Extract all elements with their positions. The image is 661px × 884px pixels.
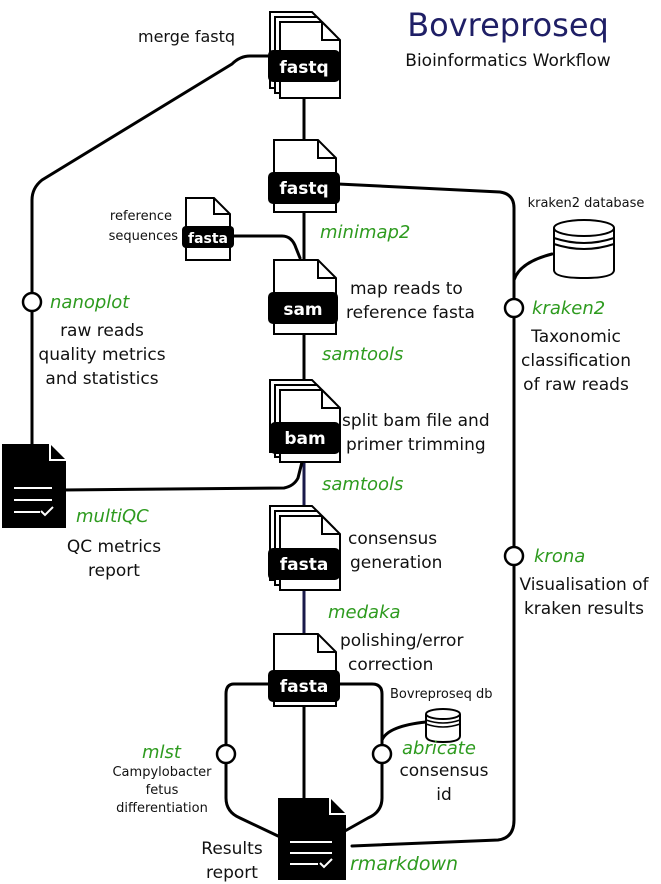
minimap2-text: minimap2	[320, 222, 410, 243]
kraken2-desc-2: classification	[521, 351, 631, 371]
pipe-kraken-db	[512, 252, 554, 282]
abricate-desc-2: id	[436, 785, 452, 805]
bovreproseq-db-text: Bovreproseq db	[390, 687, 493, 702]
results-report-text-1: Results	[201, 839, 263, 859]
bam-file-icon: bam	[269, 379, 341, 463]
samtools-1-text: samtools	[322, 344, 403, 365]
split-text-2: primer trimming	[346, 435, 486, 455]
krona-text: krona	[534, 546, 585, 567]
nanoplot-text: nanoplot	[50, 292, 130, 313]
reference-fasta-label: fasta	[188, 231, 228, 247]
polished-fasta-label: fasta	[280, 677, 329, 697]
krona-node	[503, 545, 525, 567]
pipe-multiqc	[60, 460, 304, 492]
consensus-text-1: consensus	[348, 529, 437, 549]
kraken2-database-text: kraken2 database	[528, 196, 645, 211]
consensus-text-2: generation	[350, 553, 442, 573]
diagram-title: Bovreproseq	[407, 6, 609, 44]
krona-desc-2: kraken results	[524, 599, 644, 619]
mlst-desc-2: fetus	[146, 783, 179, 798]
fastq-label: fastq	[279, 179, 328, 199]
reference-text-1: reference	[110, 209, 172, 224]
krona-desc-1: Visualisation of	[519, 575, 649, 595]
nanoplot-desc-3: and statistics	[45, 369, 158, 389]
pipe-abricate-db	[380, 720, 428, 742]
mlst-desc-1: Campylobacter	[112, 765, 212, 780]
mlst-text: mlst	[142, 742, 182, 763]
abricate-node	[371, 743, 393, 765]
diagram-subtitle: Bioinformatics Workflow	[405, 51, 610, 71]
abricate-desc-1: consensus	[399, 761, 488, 781]
samtools-2-text: samtools	[322, 474, 403, 495]
sam-file-icon: sam	[268, 259, 338, 335]
reference-text-2: sequences	[109, 229, 179, 244]
split-text-1: split bam file and	[342, 411, 490, 431]
map-text-1: map reads to	[350, 279, 463, 299]
polish-text-2: correction	[348, 655, 433, 675]
consensus-fasta-file-icon: fasta	[268, 505, 341, 591]
consensus-fasta-label: fasta	[280, 555, 329, 575]
kraken2-desc-3: of raw reads	[523, 375, 629, 395]
medaka-text: medaka	[328, 602, 401, 623]
bam-label: bam	[284, 429, 325, 449]
nanoplot-desc-2: quality metrics	[38, 345, 165, 365]
kraken2-database-icon	[553, 219, 615, 280]
multiqc-report-icon	[2, 444, 66, 528]
kraken2-node	[503, 297, 525, 319]
fastq-file-icon: fastq	[268, 139, 340, 213]
multiqc-desc-2: report	[88, 561, 140, 581]
merge-fastq-label: fastq	[279, 58, 328, 78]
pipe-reference-to-sam	[230, 234, 302, 260]
reference-fasta-file-icon: fasta	[182, 197, 234, 261]
pipe-kraken-krona	[336, 182, 516, 848]
multiqc-text: multiQC	[76, 506, 149, 527]
kraken2-desc-1: Taxonomic	[530, 327, 621, 347]
mlst-desc-3: differentiation	[116, 801, 208, 816]
pipe-nanoplot	[30, 54, 272, 448]
polished-fasta-file-icon: fasta	[268, 633, 340, 707]
bovreproseq-database-icon	[425, 708, 461, 744]
polish-text-1: polishing/error	[340, 631, 463, 651]
results-report-icon	[278, 798, 346, 880]
map-text-2: reference fasta	[346, 303, 475, 323]
merge-fastq-file-icon: fastq	[268, 11, 341, 99]
nanoplot-node	[21, 291, 43, 313]
rmarkdown-text: rmarkdown	[350, 853, 458, 875]
kraken2-text: kraken2	[532, 298, 605, 319]
abricate-text: abricate	[402, 738, 476, 759]
results-report-text-2: report	[206, 863, 258, 883]
multiqc-desc-1: QC metrics	[67, 537, 161, 557]
nanoplot-desc-1: raw reads	[60, 321, 144, 341]
merge-fastq-text: merge fastq	[138, 27, 235, 46]
sam-label: sam	[283, 300, 322, 320]
mlst-node	[215, 743, 237, 765]
